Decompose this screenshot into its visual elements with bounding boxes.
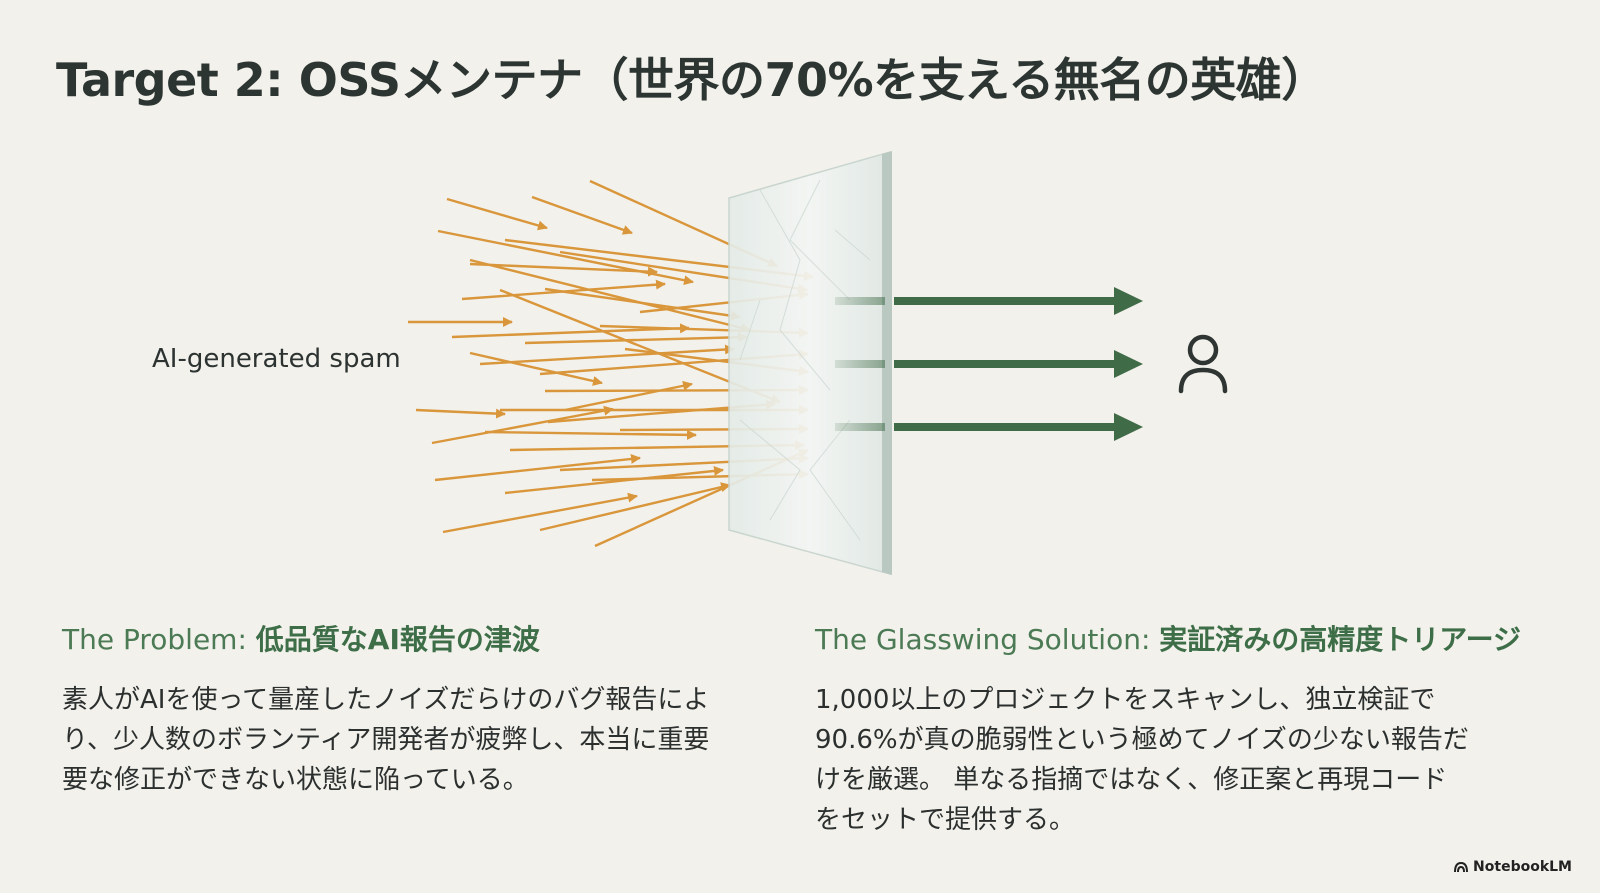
passed-reports — [835, 287, 1143, 441]
slide-title: Target 2: OSSメンテナ（世界の70%を支える無名の英雄） — [56, 53, 1327, 107]
spam-arrow — [484, 429, 697, 440]
spam-arrow — [469, 351, 603, 386]
spam-arrow — [437, 229, 694, 286]
solution-heading-prefix: The Glasswing Solution: — [815, 623, 1160, 656]
spam-arrow — [431, 405, 614, 445]
problem-body-line: 素人がAIを使って量産したノイズだらけのバグ報告によ — [62, 685, 710, 715]
notebooklm-label: NotebookLM — [1473, 859, 1572, 875]
problem-heading: The Problem: 低品質なAI報告の津波 — [62, 618, 782, 658]
problem-heading-prefix: The Problem: — [62, 623, 256, 656]
spam-arrow — [451, 323, 690, 339]
notebooklm-icon — [1454, 861, 1469, 873]
spam-arrow — [479, 344, 735, 366]
solution-heading: The Glasswing Solution: 実証済みの高精度トリアージ — [815, 618, 1535, 658]
passed-arrow-3 — [894, 413, 1143, 441]
spam-arrow — [524, 332, 748, 345]
spam-arrow — [504, 465, 724, 495]
problem-body: 素人がAIを使って量産したノイズだらけのバグ報告によ り、少人数のボランティア開… — [62, 680, 782, 800]
notebooklm-logo: NotebookLM — [1454, 859, 1572, 875]
spam-arrow — [469, 262, 658, 277]
solution-heading-strong: 実証済みの高精度トリアージ — [1159, 623, 1522, 656]
solution-section: The Glasswing Solution: 実証済みの高精度トリアージ 1,… — [815, 618, 1535, 840]
spam-arrow — [564, 380, 693, 412]
solution-body-line: 90.6%が真の脆弱性という極めてノイズの少ない報告だ — [815, 725, 1469, 755]
spam-arrow — [415, 408, 506, 419]
maintainer-person-icon — [1178, 334, 1228, 394]
spam-arrow — [469, 258, 751, 333]
passed-arrow-2 — [894, 350, 1143, 378]
spam-arrow — [461, 279, 666, 301]
spam-arrow — [539, 482, 731, 532]
glass-filter — [728, 151, 892, 575]
problem-heading-strong: 低品質なAI報告の津波 — [255, 623, 540, 656]
problem-section: The Problem: 低品質なAI報告の津波 素人がAIを使って量産したノイ… — [62, 618, 782, 800]
spam-arrow — [446, 197, 548, 231]
spam-arrow — [442, 492, 638, 534]
problem-body-line: り、少人数のボランティア開発者が疲弊し、本当に重要 — [62, 725, 710, 755]
spam-arrow — [531, 195, 633, 235]
spam-arrow — [434, 453, 641, 482]
solution-body-line: 1,000以上のプロジェクトをスキャンし、独立検証で — [815, 685, 1436, 715]
spam-label: AI-generated spam — [152, 344, 401, 374]
solution-body-line: けを厳選。 単なる指摘ではなく、修正案と再現コード — [815, 765, 1448, 795]
solution-body-line: をセットで提供する。 — [815, 805, 1076, 835]
problem-body-line: 要な修正ができない状態に陥っている。 — [62, 765, 529, 795]
passed-arrow-1 — [894, 287, 1143, 315]
solution-body: 1,000以上のプロジェクトをスキャンし、独立検証で 90.6%が真の脆弱性とい… — [815, 680, 1535, 840]
